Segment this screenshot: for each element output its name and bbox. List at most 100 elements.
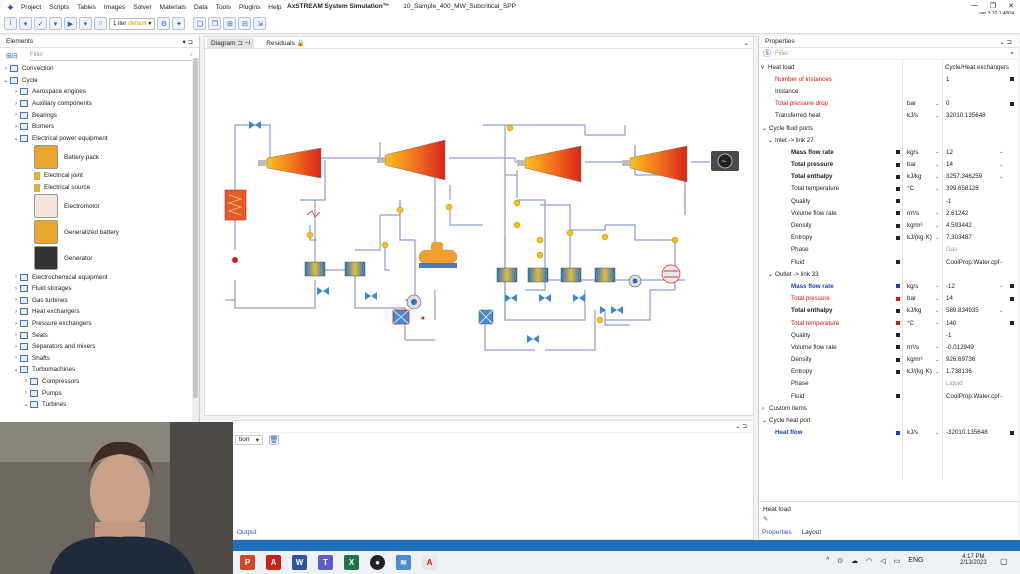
tree-item[interactable]: ›Gas turbines: [0, 295, 199, 307]
chevron-down-icon[interactable]: ⌄: [935, 295, 940, 302]
chevron-down-icon[interactable]: ⌄: [935, 149, 940, 156]
menu-item-data[interactable]: Data: [194, 3, 208, 11]
chevron-down-icon[interactable]: ⌄: [999, 393, 1004, 400]
property-row[interactable]: Quality-1: [759, 195, 1018, 207]
chevron-down-icon[interactable]: ⌄: [768, 270, 774, 278]
property-value[interactable]: 32010.135648: [946, 112, 986, 120]
pin-icon[interactable]: ⌄ ⊐: [999, 38, 1012, 46]
property-value[interactable]: Liquid: [946, 380, 963, 388]
chevron-right-icon[interactable]: ›: [15, 123, 17, 130]
tree-item[interactable]: Generator: [0, 245, 199, 271]
property-value[interactable]: 399.658128: [946, 185, 979, 193]
property-value[interactable]: 0: [946, 100, 950, 108]
menu-item-scripts[interactable]: Scripts: [49, 3, 70, 11]
check-icon[interactable]: ✓: [34, 17, 47, 30]
property-unit-select[interactable]: kg/m³: [907, 356, 923, 364]
tree-item[interactable]: ›Compressors: [0, 376, 199, 388]
fixed-value-marker-icon[interactable]: [1010, 77, 1014, 82]
tab-properties[interactable]: Properties: [762, 528, 792, 536]
property-unit-select[interactable]: °C: [907, 185, 914, 193]
property-value[interactable]: 3257.346259: [946, 173, 983, 181]
chevron-down-icon[interactable]: ⌄: [999, 161, 1004, 168]
tree-item[interactable]: ›Separators and mixers: [0, 341, 199, 353]
output-source-select[interactable]: tion▾: [235, 435, 263, 445]
chevron-down-icon[interactable]: ⌄: [935, 112, 940, 119]
property-unit-select[interactable]: °C: [907, 319, 914, 327]
menu-item-solver[interactable]: Solver: [133, 3, 152, 11]
property-value[interactable]: -1: [946, 331, 952, 339]
property-value[interactable]: CoolProp:Water.cpf: [946, 392, 1000, 400]
chevron-down-icon[interactable]: ⌄: [762, 124, 768, 132]
tree-item[interactable]: ⌄Electrical power equipment: [0, 133, 199, 145]
property-row[interactable]: Instance: [759, 85, 1018, 97]
minimize-button[interactable]: —: [970, 2, 978, 9]
property-unit-select[interactable]: kg/m³: [907, 222, 923, 230]
tree-item[interactable]: ›Shafts: [0, 353, 199, 365]
tree-item[interactable]: ›Bearings: [0, 109, 199, 121]
property-row[interactable]: ⌄Cycle fluid ports: [759, 122, 1018, 134]
cloud-icon[interactable]: ☁: [851, 558, 859, 565]
chevron-right-icon[interactable]: ›: [5, 65, 7, 72]
elements-filter-input[interactable]: Filter⌕: [30, 50, 193, 61]
run-icon[interactable]: ▶: [64, 17, 77, 30]
powerpoint-icon[interactable]: P: [240, 555, 255, 570]
tree-item[interactable]: ⌄Turbomachines: [0, 364, 199, 376]
chevron-right-icon[interactable]: ›: [15, 320, 17, 327]
property-unit-select[interactable]: kg/s: [907, 148, 919, 156]
chevron-right-icon[interactable]: ›: [15, 274, 17, 281]
property-value[interactable]: 14: [946, 295, 953, 303]
pin-icon[interactable]: ▾ ⊐: [182, 38, 193, 46]
copy-icon[interactable]: ❏: [193, 17, 207, 30]
property-unit-select[interactable]: kJ/(kg·K): [907, 368, 932, 376]
tree-item[interactable]: ›Auxiliary components: [0, 98, 199, 110]
chevron-down-icon[interactable]: ⌄: [935, 307, 940, 314]
app-circle-icon[interactable]: ●: [370, 555, 385, 570]
tree-item[interactable]: ›Heat exchangers: [0, 306, 199, 318]
chevron-down-icon[interactable]: ⌄: [935, 210, 940, 217]
chevron-down-icon[interactable]: ⌄: [935, 185, 940, 192]
wizard-icon[interactable]: ✦: [172, 17, 186, 30]
property-unit-select[interactable]: kJ/s: [907, 429, 919, 437]
tree-item[interactable]: ›Burners: [0, 121, 199, 133]
property-row[interactable]: Total temperature°C⌄140: [759, 317, 1018, 329]
property-row[interactable]: ⌄Outlet -> link 33: [759, 268, 1018, 280]
property-value[interactable]: Gas: [946, 246, 958, 254]
chevron-down-icon[interactable]: ⌄: [13, 135, 19, 142]
fixed-value-marker-icon[interactable]: [1010, 296, 1014, 301]
search-icon[interactable]: ⌕: [1010, 49, 1014, 57]
chevron-down-icon[interactable]: ⌄: [768, 136, 774, 144]
chevron-down-icon[interactable]: ⌄: [23, 402, 29, 409]
language-indicator[interactable]: ENG: [908, 557, 924, 564]
tree-item[interactable]: Electrical joint: [0, 170, 199, 182]
chevron-down-icon[interactable]: ⌄: [935, 344, 940, 351]
elements-scrollbar[interactable]: [192, 58, 199, 422]
chevron-down-icon[interactable]: ⌄: [935, 100, 940, 107]
axstream-alt-icon[interactable]: A: [422, 555, 437, 570]
menu-item-images[interactable]: Images: [103, 3, 126, 11]
acrobat-icon[interactable]: A: [266, 555, 281, 570]
chevron-down-icon[interactable]: ⌄: [743, 39, 749, 47]
network-icon[interactable]: ⊙: [837, 558, 844, 565]
chevron-up-icon[interactable]: ^: [826, 557, 830, 564]
property-value[interactable]: 4.593442: [946, 222, 972, 230]
chevron-right-icon[interactable]: ›: [15, 343, 17, 350]
chevron-down-icon[interactable]: ⌄: [13, 367, 19, 374]
chevron-down-icon[interactable]: ⌄: [935, 356, 940, 363]
menu-item-project[interactable]: Project: [21, 3, 42, 11]
app-logo-icon[interactable]: ◈: [8, 4, 13, 11]
wifi-icon[interactable]: ◠: [866, 558, 873, 565]
dropdown-icon[interactable]: ▾: [79, 17, 92, 30]
layout-icon[interactable]: ⊟: [238, 17, 252, 30]
